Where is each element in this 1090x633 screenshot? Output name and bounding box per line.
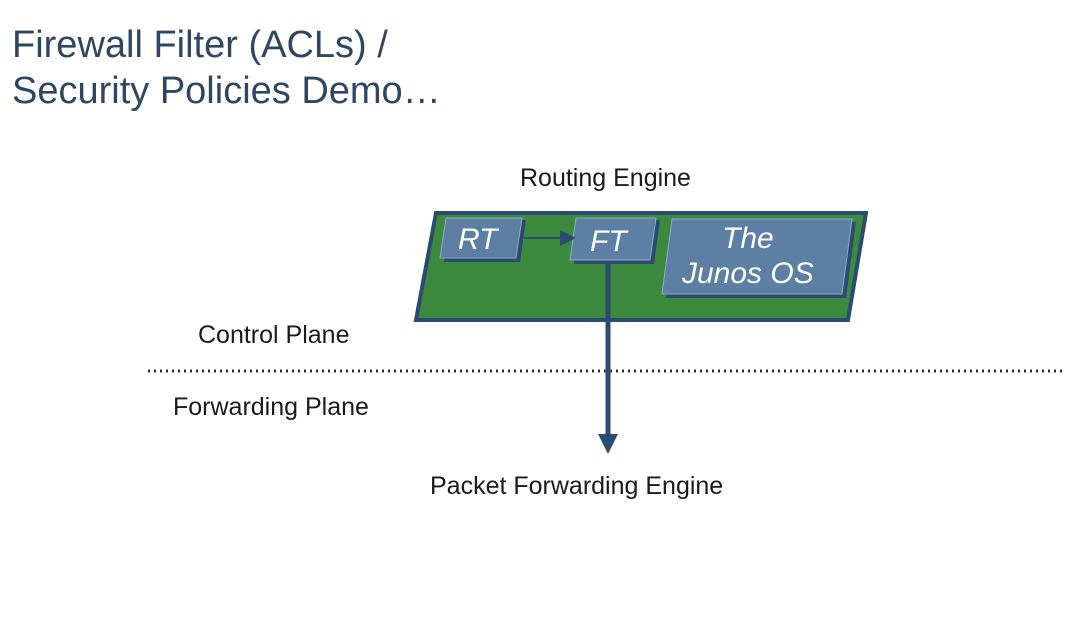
slide-title: Firewall Filter (ACLs) / Security Polici…: [12, 22, 441, 114]
routing-engine-label: Routing Engine: [520, 164, 691, 192]
slide-title-line-2: Security Policies Demo…: [12, 70, 441, 112]
junos-os-label-line-2: Junos OS: [681, 257, 814, 290]
ft-to-pfe-arrow: [598, 262, 618, 454]
junos-os-box: The Junos OS: [661, 218, 856, 298]
control-plane-label: Control Plane: [198, 321, 350, 349]
slide-title-line-1: Firewall Filter (ACLs) /: [12, 24, 388, 66]
rt-box: RT: [439, 217, 526, 262]
ft-box: FT: [569, 217, 660, 264]
rt-label: RT: [458, 223, 500, 256]
packet-forwarding-engine-label: Packet Forwarding Engine: [430, 472, 724, 500]
junos-os-label-line-1: The: [722, 222, 774, 255]
forwarding-plane-label: Forwarding Plane: [173, 393, 369, 421]
ft-label: FT: [590, 225, 629, 258]
